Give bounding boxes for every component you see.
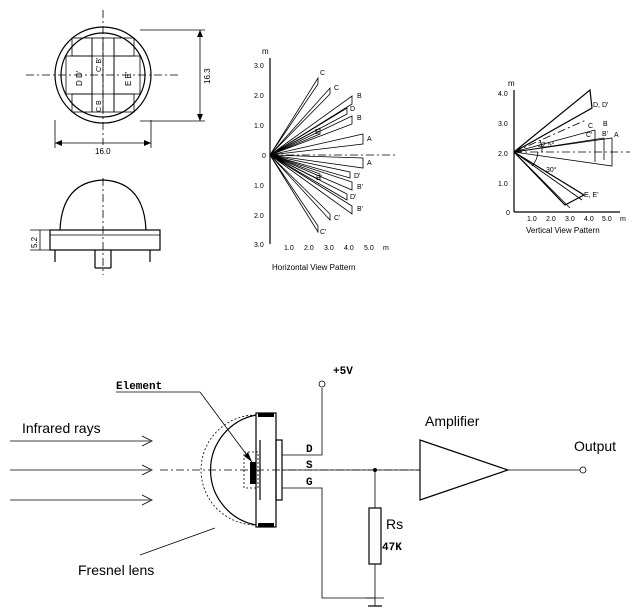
vertical-angle-2: 30° [546,166,557,174]
horizontal-zone-beam [269,154,351,179]
side-height-dimension: 5.2 [30,236,39,248]
vertical-zone-label: C [588,123,593,130]
vertical-zone-label: A [614,132,619,139]
amplifier-label: Amplifier [425,413,480,429]
left-window-label: D D' [75,70,84,86]
output-label: Output [574,438,616,454]
horizontal-y-unit: m [262,47,269,56]
horizontal-zone-label: D' [354,173,360,180]
horizontal-zone-beam [269,154,319,234]
horizontal-zone-label: D [350,106,355,113]
pin-s-label: S [306,460,313,472]
horizontal-zone-beam [269,107,348,156]
v-x-tick: 5.0 [602,216,612,223]
h-y-tick: 2.0 [254,213,264,220]
horizontal-zone-label: A [367,160,372,167]
h-y-tick: 1.0 [254,183,264,190]
sensor-element [250,462,256,484]
horizontal-zone-label: B' [357,206,363,213]
h-x-tick: 3.0 [324,245,334,252]
vertical-y-unit: m [508,79,515,88]
v-y-tick: 4.0 [498,91,508,98]
element-label: Element [116,381,162,393]
horizontal-pattern-title: Horizontal View Pattern [272,263,355,272]
infrared-arrows [10,435,153,506]
circuit-diagram: Infrared rays Element Fresnel lens +5V D… [10,366,616,607]
center-top-label: C' B' [96,58,103,72]
horizontal-zone-beam [269,127,321,156]
resistor-rs [368,507,382,565]
pin-d-label: D [306,444,313,456]
horizontal-zone-label: C [320,70,325,77]
h-x-tick: 2.0 [304,245,314,252]
v-x-tick: 2.0 [546,216,556,223]
v-y-tick: 2.0 [498,151,508,158]
horizontal-zone-beam [269,115,353,156]
vertical-x-unit: m [620,216,626,223]
h-y-tick: 2.0 [254,93,264,100]
vertical-angle-1: 22.5° [538,141,555,149]
horizontal-zone-beam [269,154,364,169]
v-x-tick: 4.0 [584,216,594,223]
supply-label: +5V [333,366,353,378]
center-bottom-label: C B [96,100,103,112]
v-y-tick: 1.0 [498,181,508,188]
sensor-top-view: D D' E E' C' B' C B 16.3 16.0 [26,10,212,156]
horizontal-zone-label: C' [320,229,326,236]
horizontal-zone-beam [269,154,353,191]
sensor-side-view: 5.2 [30,178,161,275]
v-x-tick: 1.0 [527,216,537,223]
amplifier-symbol [419,439,510,501]
horizontal-zone-beam [269,133,364,156]
vertical-zone-label: E, E' [584,192,599,199]
supply-terminal [318,380,326,388]
h-y-tick: 1.0 [254,123,264,130]
h-x-tick: 5.0 [364,245,374,252]
horizontal-zone-beam [269,154,353,215]
horizontal-zone-beam [269,76,319,156]
horizontal-zone-beam [269,154,331,222]
top-height-dimension: 16.3 [203,68,212,84]
h-y-tick: 3.0 [254,63,264,70]
vertical-zone-label: B' [602,131,608,138]
horizontal-zone-label: E' [316,175,322,182]
horizontal-x-unit: m [383,245,389,252]
fresnel-lens-dome [210,414,257,526]
vertical-zone-label: D, D' [593,102,608,109]
h-y-tick: 3.0 [254,242,264,249]
vertical-pattern-title: Vertical View Pattern [526,226,600,235]
infrared-rays-label: Infrared rays [22,420,101,436]
horizontal-view-pattern: m 3.0 2.0 1.0 0 1.0 2.0 3.0 1.0 2.0 3.0 … [254,47,395,272]
v-y-tick: 0 [506,210,510,217]
h-y-tick: 0 [262,153,266,160]
top-width-dimension: 16.0 [95,147,111,156]
v-x-tick: 3.0 [565,216,575,223]
horizontal-zone-beam [269,86,331,156]
horizontal-zone-label: E [315,129,320,136]
horizontal-zone-beam [269,95,353,156]
h-x-tick: 4.0 [344,245,354,252]
v-y-tick: 3.0 [498,121,508,128]
horizontal-zone-label: B [357,115,362,122]
right-window-label: E E' [124,71,133,86]
horizontal-zone-label: C' [334,215,340,222]
horizontal-zone-label: D' [350,194,356,201]
resistor-name: Rs [386,516,403,532]
horizontal-zone-beam [269,154,348,201]
h-x-tick: 1.0 [284,245,294,252]
horizontal-zone-label: C [334,85,339,92]
horizontal-zone-label: B' [357,184,363,191]
horizontal-zone-label: A [367,136,372,143]
resistor-value: 47K [382,542,402,554]
horizontal-zone-label: B [357,93,362,100]
vertical-view-pattern: m 4.0 3.0 2.0 1.0 0 1.0 2.0 3.0 4.0 5.0 … [498,79,630,235]
pin-g-label: G [306,477,313,489]
output-terminal [579,466,587,474]
vertical-zone-label: C' [586,132,592,139]
vertical-zone-label: B [603,121,608,128]
fresnel-lens-label: Fresnel lens [78,562,154,578]
